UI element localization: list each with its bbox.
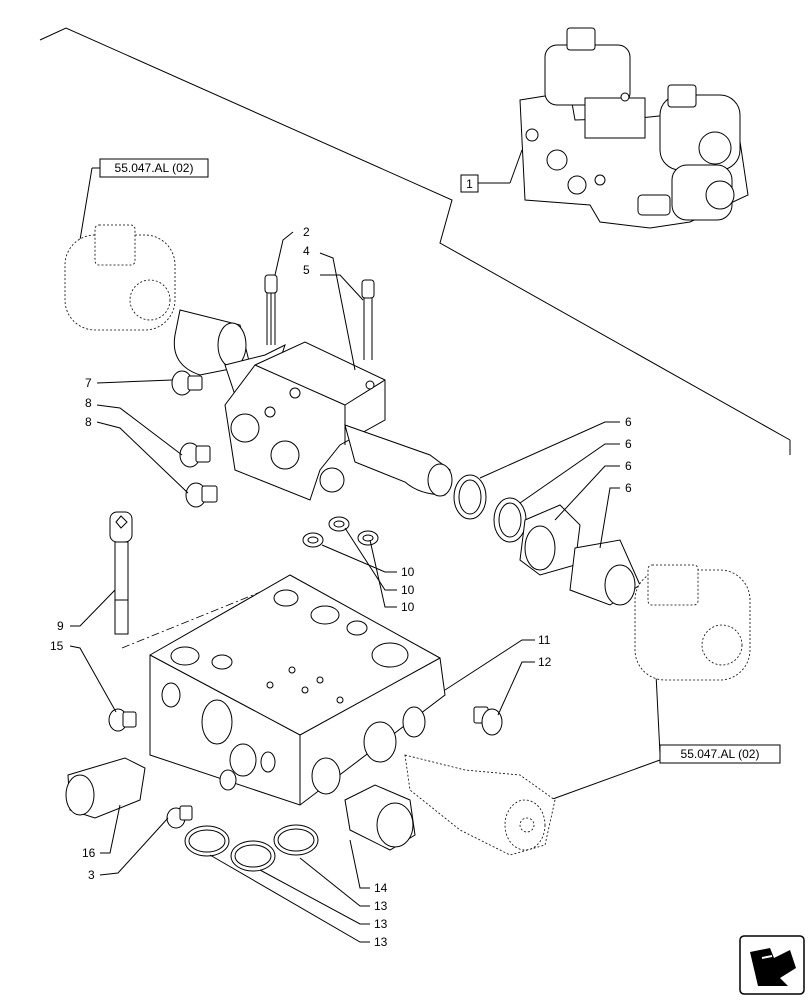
callout-4[interactable]: 4 [303, 244, 310, 258]
plug-7 [171, 370, 203, 396]
callout-1[interactable]: 1 [466, 177, 473, 191]
callout-3[interactable]: 3 [88, 868, 95, 882]
seal-rings-13 [184, 824, 319, 872]
callout-6-d[interactable]: 6 [625, 481, 632, 495]
plug-3 [166, 805, 193, 829]
callout-6-b[interactable]: 6 [625, 437, 632, 451]
solenoid-coil-lower [634, 564, 751, 681]
plug-15 [108, 708, 137, 732]
callout-10-b[interactable]: 10 [401, 583, 415, 597]
frame-lines [39, 27, 791, 455]
bolt-4 [361, 279, 375, 360]
callout-8-b[interactable]: 8 [85, 415, 92, 429]
assembly-preview [519, 27, 749, 229]
callout-14[interactable]: 14 [374, 881, 388, 895]
callout-13-a[interactable]: 13 [374, 899, 388, 913]
plug-8-a [179, 442, 211, 468]
plug-8-b [185, 482, 218, 508]
callout-6-a[interactable]: 6 [625, 415, 632, 429]
manifold-block [149, 574, 446, 806]
fitting-14 [344, 784, 416, 851]
callout-1-box: 1 [460, 149, 523, 193]
reference-bottom-label[interactable]: 55.047.AL (02) [681, 747, 760, 761]
reference-bottom[interactable]: 55.047.AL (02) [549, 653, 781, 801]
callout-5[interactable]: 5 [303, 263, 310, 277]
callout-10-c[interactable]: 10 [401, 600, 415, 614]
fitting-16 [65, 757, 146, 819]
callout-13-b[interactable]: 13 [374, 917, 388, 931]
plug-12 [473, 706, 503, 736]
seal-rings-6 [453, 474, 641, 606]
next-page-arrow-icon[interactable] [739, 935, 805, 995]
callout-7[interactable]: 7 [85, 376, 92, 390]
callout-13-c[interactable]: 13 [374, 935, 388, 949]
reference-top[interactable]: 55.047.AL (02) [79, 158, 209, 241]
callout-12[interactable]: 12 [538, 655, 552, 669]
callout-2[interactable]: 2 [303, 225, 310, 239]
bolt-2 [264, 274, 278, 345]
connector-dashed [404, 754, 556, 856]
callout-8-a[interactable]: 8 [85, 396, 92, 410]
callout-6-c[interactable]: 6 [625, 459, 632, 473]
callout-10-a[interactable]: 10 [401, 565, 415, 579]
valve-body-upper [224, 341, 453, 501]
washers-10 [302, 516, 379, 548]
callout-9[interactable]: 9 [57, 619, 64, 633]
leader-lines [69, 231, 620, 943]
solenoid-coil-upper [64, 224, 176, 331]
callout-15[interactable]: 15 [50, 639, 64, 653]
callout-11[interactable]: 11 [538, 633, 551, 647]
reference-top-label[interactable]: 55.047.AL (02) [115, 161, 194, 175]
bolt-9 [109, 511, 133, 635]
callout-16[interactable]: 16 [82, 846, 96, 860]
